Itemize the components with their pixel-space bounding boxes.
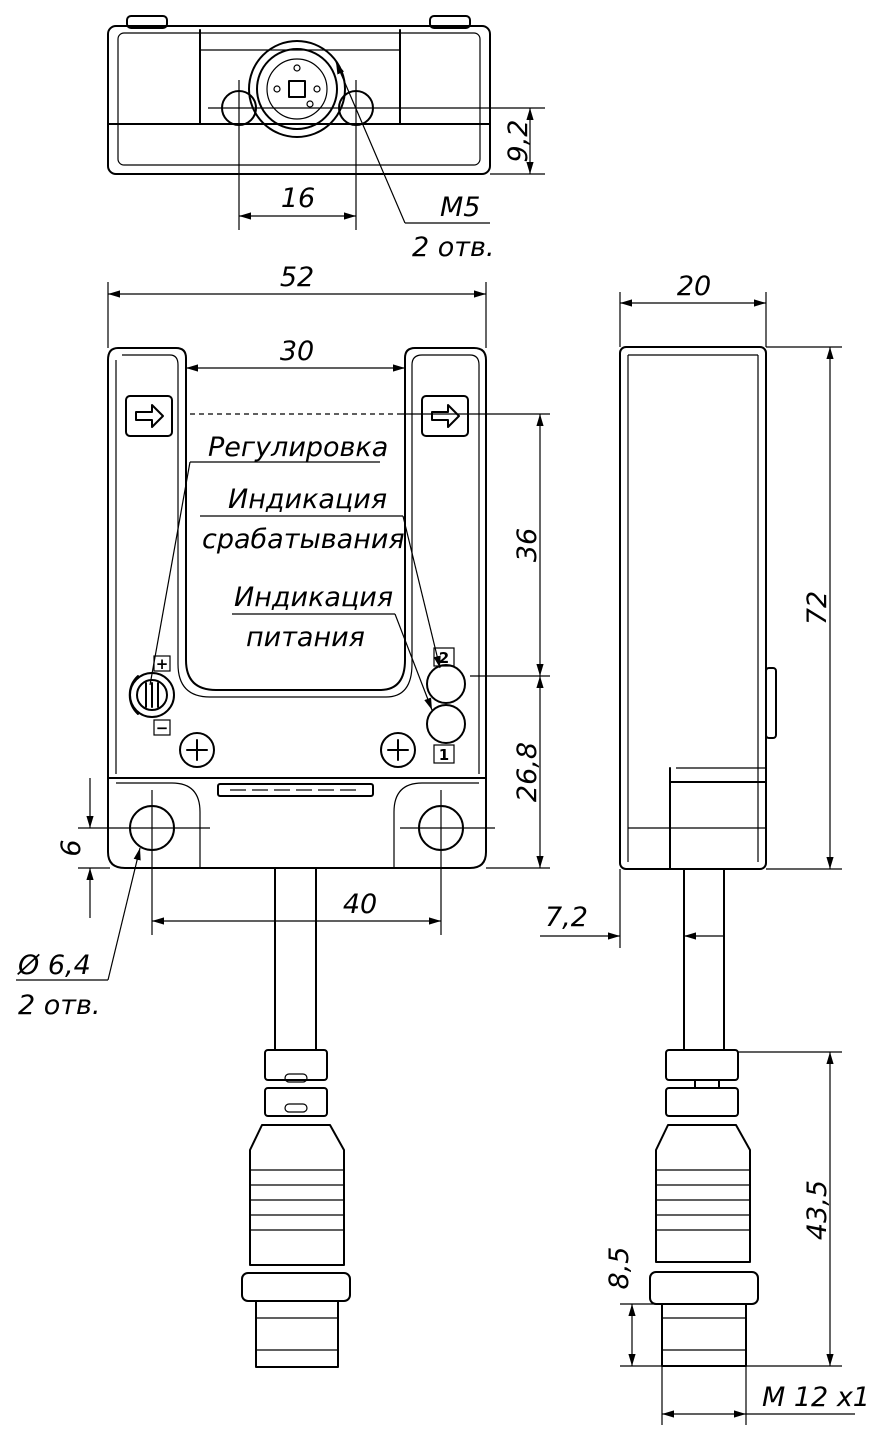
side-view	[619, 346, 777, 1367]
label-switch-indication: Индикация срабатывания	[200, 484, 441, 669]
svg-text:M 12 x1: M 12 x1	[762, 1382, 869, 1413]
dim-connector-length: 43,5	[738, 1051, 842, 1367]
svg-text:8,5: 8,5	[604, 1247, 635, 1290]
svg-text:9,2: 9,2	[503, 120, 534, 163]
dim-depth: 20	[619, 271, 767, 347]
top-view	[107, 15, 545, 230]
svg-text:2 отв.: 2 отв.	[18, 990, 101, 1021]
svg-text:20: 20	[677, 271, 711, 302]
svg-text:2 отв.: 2 отв.	[412, 232, 495, 263]
dim-slot-width: 30	[186, 336, 405, 372]
dim-hole-offset: 6	[56, 778, 110, 918]
front-view: 2 1 + −	[107, 347, 550, 1368]
dim-top-height: 9,2	[503, 108, 534, 174]
svg-text:52: 52	[280, 262, 314, 293]
dim-overall-height: 72	[766, 346, 842, 870]
callout-hole-diameter: Ø 6,4 2 отв.	[16, 847, 141, 1021]
label-adjustment: Регулировка	[149, 432, 388, 686]
svg-text:16: 16	[281, 183, 315, 214]
dim-cable-offset: 7,2	[540, 869, 724, 948]
svg-text:M5: M5	[440, 192, 480, 223]
svg-text:Ø 6,4: Ø 6,4	[17, 950, 91, 981]
dim-lower-height: 26,8	[486, 676, 550, 869]
svg-text:Индикация: Индикация	[228, 484, 387, 515]
svg-text:Индикация: Индикация	[234, 582, 393, 613]
svg-text:срабатывания: срабатывания	[202, 524, 405, 555]
svg-text:−: −	[156, 719, 169, 737]
svg-text:2: 2	[439, 649, 449, 667]
dim-connector-thread: M 12 x1	[661, 1366, 869, 1425]
svg-text:Регулировка: Регулировка	[208, 432, 388, 463]
svg-text:1: 1	[439, 746, 449, 764]
svg-text:питания: питания	[246, 622, 365, 653]
svg-text:36: 36	[512, 528, 543, 562]
dim-overall-width: 52	[107, 262, 487, 348]
svg-text:40: 40	[343, 889, 377, 920]
svg-text:30: 30	[280, 336, 314, 367]
callout-m5: M5 2 отв.	[335, 61, 495, 263]
svg-text:72: 72	[802, 591, 833, 625]
svg-text:+: +	[156, 655, 169, 673]
dim-axis-height: 36	[470, 414, 550, 677]
svg-text:43,5: 43,5	[802, 1180, 833, 1240]
label-power-indication: Индикация питания	[232, 582, 433, 711]
dim-thread-length: 8,5	[604, 1247, 662, 1367]
dim-connector-spacing: 16	[239, 183, 356, 220]
svg-text:26,8: 26,8	[512, 742, 543, 802]
svg-text:7,2: 7,2	[545, 902, 588, 933]
dim-hole-spacing: 40	[152, 889, 441, 925]
svg-text:6: 6	[56, 839, 87, 856]
